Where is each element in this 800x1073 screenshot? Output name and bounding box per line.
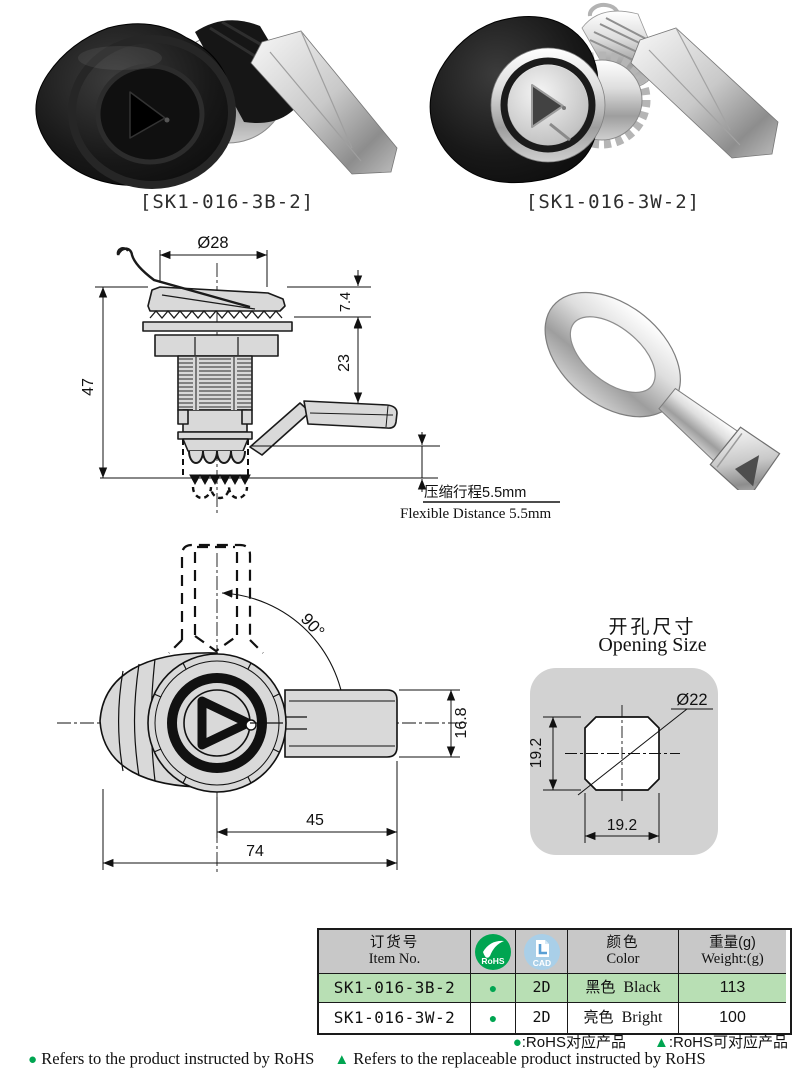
dim-45: 45: [306, 812, 324, 829]
opening-size-title-en: Opening Size: [598, 634, 707, 656]
dim-74: 74: [246, 843, 264, 860]
header-weight: 重量(g) Weight:(g): [679, 930, 786, 974]
row1-color-en: Black: [623, 978, 661, 996]
header-weight-en: Weight:(g): [701, 950, 764, 967]
header-rohs: RoHS: [471, 930, 516, 974]
row2-rohs-dot: ●: [471, 1003, 516, 1033]
row2-cad: 2D: [516, 1003, 568, 1033]
row2-color-en: Bright: [621, 1008, 663, 1026]
row2-color: 亮色 Bright: [568, 1003, 679, 1033]
opening-size-drawing: Ø22 19.2 19.2: [528, 668, 718, 855]
dim-90deg: 90°: [297, 609, 328, 641]
row2-weight: 100: [719, 1008, 746, 1026]
green-dot-icon: ●: [28, 1051, 38, 1068]
header-weight-cn: 重量(g): [709, 935, 756, 952]
side-view-drawing: Ø28: [80, 234, 560, 522]
row1-cad: 2D: [516, 974, 568, 1003]
spec-table: 订货号 Item No. RoHS CAD 颜色 Color 重量(g): [317, 928, 792, 1035]
opening-size-title-cn: 开孔尺寸: [608, 617, 697, 638]
flex-distance-en: Flexible Distance 5.5mm: [400, 506, 552, 522]
row1-weight: 113: [679, 974, 786, 1003]
dim-47: 47: [80, 378, 97, 396]
black-cam-lock-photo: [0, 0, 400, 190]
rohs-legend: ●:RoHS对应产品 ▲:RoHS可对应产品: [513, 1031, 788, 1052]
triangle-key-photo: [544, 291, 781, 490]
note-dot: ● Refers to the product instructed by Ro…: [28, 1049, 315, 1068]
note-triangle: ▲ Refers to the replaceable product inst…: [334, 1049, 706, 1068]
header-cad: CAD: [516, 930, 568, 974]
header-item-no: 订货号 Item No.: [319, 930, 471, 974]
header-item-cn: 订货号: [369, 935, 420, 952]
flex-distance-cn: 压缩行程5.5mm: [424, 484, 526, 501]
rohs-icon: RoHS: [475, 933, 511, 970]
product-label-black: [SK1-016-3B-2]: [139, 191, 315, 213]
green-triangle-icon: ▲: [653, 1034, 669, 1051]
dim-dia22: Ø22: [676, 691, 707, 709]
bright-cam-lock-photo: [400, 0, 800, 190]
legend-dot-item: ●:RoHS对应产品: [512, 1034, 626, 1051]
row1-color: 黑色 Black: [568, 974, 679, 1003]
dim-dia28: Ø28: [197, 234, 228, 252]
header-item-en: Item No.: [368, 950, 421, 967]
header-color-en: Color: [606, 950, 640, 967]
cad-icon-label: CAD: [532, 958, 550, 968]
dim-19-2-vertical: 19.2: [528, 738, 545, 768]
dim-16-8: 16.8: [453, 707, 470, 738]
dim-23: 23: [336, 354, 353, 372]
header-color: 颜色 Color: [568, 930, 679, 974]
cad-icon: CAD: [523, 933, 560, 970]
product-label-bright: [SK1-016-3W-2]: [525, 191, 701, 213]
front-view-drawing: 90° 16.8 45 74: [57, 543, 470, 873]
row2-color-cn: 亮色: [583, 1009, 614, 1027]
row1-item-no: SK1-016-3B-2: [319, 974, 471, 1003]
green-dot-icon: ●: [512, 1034, 522, 1051]
rohs-icon-label: RoHS: [481, 956, 504, 966]
legend-triangle-item: ▲:RoHS可对应产品: [653, 1034, 788, 1051]
header-color-cn: 颜色: [606, 935, 640, 952]
row2-item-no: SK1-016-3W-2: [319, 1003, 471, 1033]
rohs-notes: ● Refers to the product instructed by Ro…: [28, 1049, 794, 1069]
dim-7-4: 7.4: [338, 292, 354, 312]
dim-19-2-horizontal: 19.2: [607, 817, 637, 834]
green-triangle-icon: ▲: [334, 1051, 350, 1068]
row1-rohs-dot: ●: [471, 974, 516, 1003]
row1-color-cn: 黑色: [585, 979, 616, 997]
